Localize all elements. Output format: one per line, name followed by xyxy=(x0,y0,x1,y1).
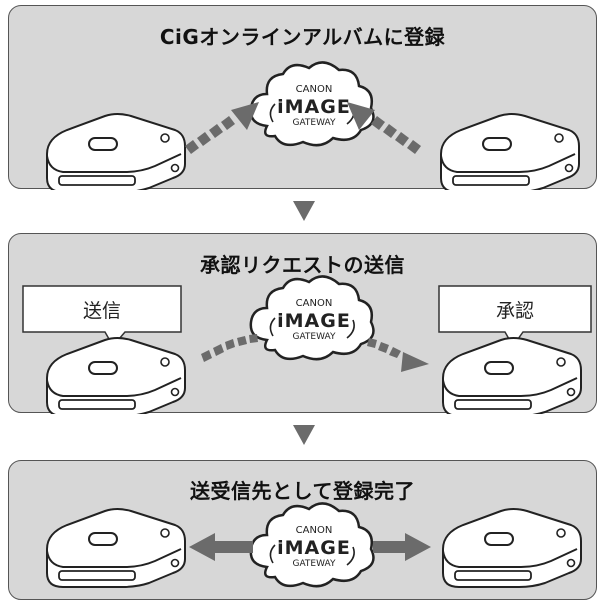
step-arrow-1-icon xyxy=(293,201,315,221)
device-left-icon xyxy=(46,337,186,414)
cloud-logo: CANON iMAGE GATEWAY xyxy=(249,507,379,591)
step2-panel: 承認リクエストの送信 送信 承認 CANON iMAGE GATEWAY xyxy=(8,233,597,414)
cloud-logo: CANON iMAGE GATEWAY xyxy=(249,66,379,150)
cloud-line3: GATEWAY xyxy=(292,559,336,569)
cloud-line2: iMAGE xyxy=(277,310,351,332)
cloud-line1: CANON xyxy=(295,525,333,536)
step2-title: 承認リクエストの送信 xyxy=(200,253,405,277)
step2-illustration xyxy=(22,275,592,414)
device-right-icon xyxy=(442,508,582,588)
device-right-icon xyxy=(442,337,582,414)
step3-illustration xyxy=(46,502,582,588)
upload-arrow-right xyxy=(347,102,421,154)
step3-title: 送受信先として登録完了 xyxy=(190,479,415,503)
cloud-line2: iMAGE xyxy=(277,96,351,118)
step-arrow-2-icon xyxy=(293,425,315,445)
cloud-line3: GATEWAY xyxy=(292,118,336,128)
step3-panel: 送受信先として登録完了 CANON iMAGE GATEWAY xyxy=(8,460,597,600)
device-left-icon xyxy=(46,508,186,588)
step1-title: CiGオンラインアルバムに登録 xyxy=(159,25,446,49)
cloud-line3: GATEWAY xyxy=(292,332,336,342)
send-arrow-left xyxy=(201,334,258,362)
cloud-line1: CANON xyxy=(295,298,333,309)
cloud-line1: CANON xyxy=(295,84,333,95)
send-arrow-right xyxy=(367,338,429,372)
cloud-logo: CANON iMAGE GATEWAY xyxy=(249,280,379,364)
device-right-icon xyxy=(440,113,580,190)
cloud-line2: iMAGE xyxy=(277,537,351,559)
step1-illustration xyxy=(46,61,580,190)
bidirectional-arrow xyxy=(189,533,431,561)
upload-arrow-left xyxy=(185,102,259,154)
step1-panel: CiGオンラインアルバムに登録 CANON iMAGE GATEWAY xyxy=(8,5,597,190)
device-left-icon xyxy=(46,113,186,190)
right-bubble-label: 承認 xyxy=(495,300,534,322)
left-bubble-label: 送信 xyxy=(82,300,121,322)
